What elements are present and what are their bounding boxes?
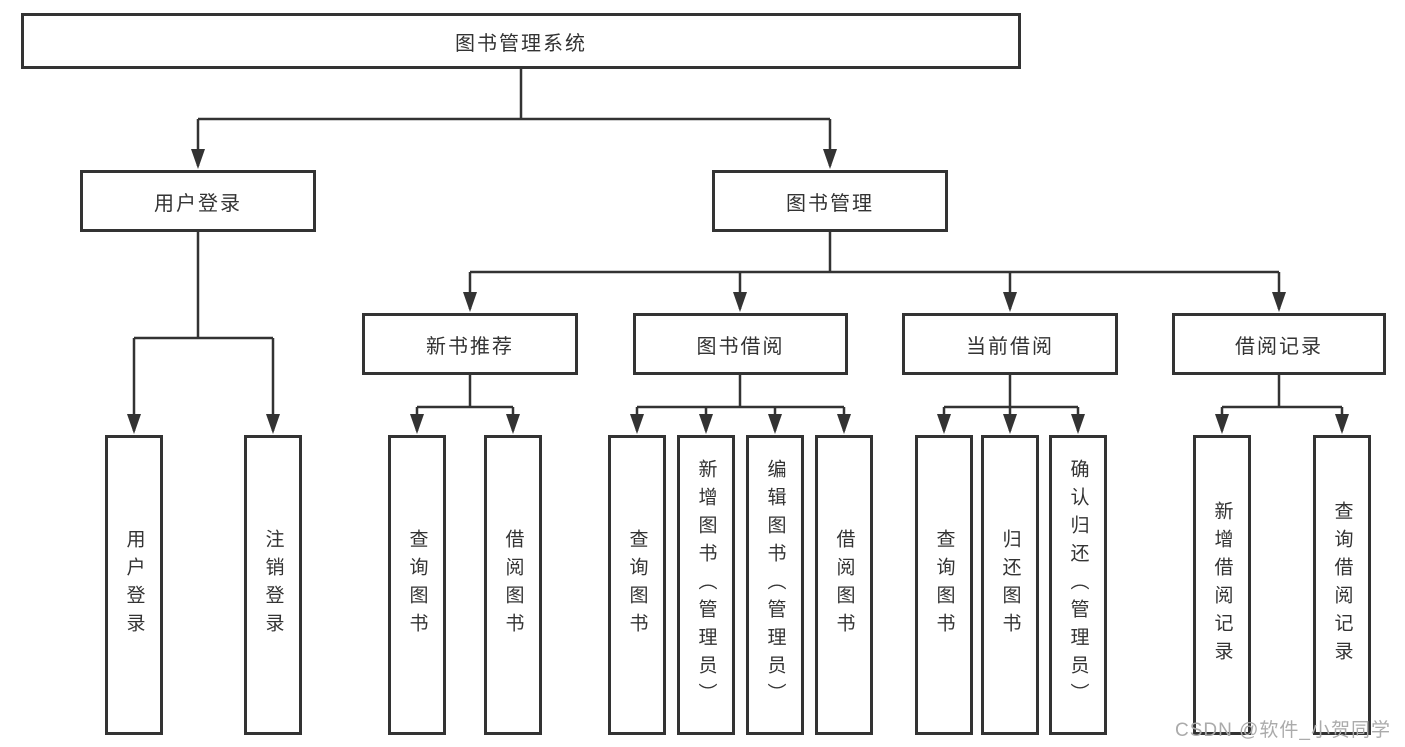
- leaf-add-book-admin: 新增图书（管理员）: [677, 435, 735, 735]
- leaf-borrow-books-1-label: 借阅图书: [502, 529, 524, 641]
- branch-segments: [134, 69, 1342, 409]
- node-new-book-recommend-label: 新书推荐: [426, 335, 514, 358]
- leaf-return-book-label: 归还图书: [999, 529, 1021, 641]
- node-borrow-records: 借阅记录: [1172, 313, 1386, 375]
- node-root: 图书管理系统: [21, 13, 1021, 69]
- leaf-return-book: 归还图书: [981, 435, 1039, 735]
- node-book-borrow-label: 图书借阅: [696, 335, 785, 358]
- leaf-query-books-2-label: 查询图书: [626, 529, 648, 641]
- node-current-borrow-label: 当前借阅: [966, 335, 1054, 358]
- leaf-add-borrow-record: 新增借阅记录: [1193, 435, 1251, 735]
- leaf-edit-book-admin-label: 编辑图书（管理员）: [764, 459, 786, 711]
- leaf-query-books-1-label: 查询图书: [406, 529, 428, 641]
- node-borrow-records-label: 借阅记录: [1235, 335, 1323, 358]
- leaf-query-books-1: 查询图书: [388, 435, 446, 735]
- leaf-confirm-return-admin: 确认归还（管理员）: [1049, 435, 1107, 735]
- leaf-edit-book-admin: 编辑图书（管理员）: [746, 435, 804, 735]
- csdn-watermark: CSDN @软件_小贺同学: [1175, 720, 1391, 741]
- node-new-book-recommend: 新书推荐: [362, 313, 578, 375]
- node-book-borrow: 图书借阅: [633, 313, 848, 375]
- leaf-add-borrow-record-label: 新增借阅记录: [1211, 501, 1233, 669]
- leaf-logout-label: 注销登录: [262, 529, 284, 641]
- node-current-borrow: 当前借阅: [902, 313, 1118, 375]
- node-user-login-label: 用户登录: [154, 192, 242, 215]
- leaf-add-book-admin-label: 新增图书（管理员）: [695, 459, 717, 711]
- leaf-logout: 注销登录: [244, 435, 302, 735]
- leaf-user-login-label: 用户登录: [123, 529, 145, 641]
- leaf-query-books-3-label: 查询图书: [933, 529, 955, 641]
- node-user-login: 用户登录: [80, 170, 316, 232]
- leaf-borrow-books-2: 借阅图书: [815, 435, 873, 735]
- leaf-user-login: 用户登录: [105, 435, 163, 735]
- node-root-label: 图书管理系统: [455, 32, 587, 55]
- leaf-borrow-books-2-label: 借阅图书: [833, 529, 855, 641]
- node-book-management: 图书管理: [712, 170, 948, 232]
- leaf-borrow-books-1: 借阅图书: [484, 435, 542, 735]
- leaf-query-borrow-record-label: 查询借阅记录: [1331, 501, 1353, 669]
- leaf-query-books-2: 查询图书: [608, 435, 666, 735]
- leaf-confirm-return-admin-label: 确认归还（管理员）: [1067, 459, 1089, 711]
- leaf-query-books-3: 查询图书: [915, 435, 973, 735]
- leaf-query-borrow-record: 查询借阅记录: [1313, 435, 1371, 735]
- node-book-management-label: 图书管理: [786, 192, 874, 215]
